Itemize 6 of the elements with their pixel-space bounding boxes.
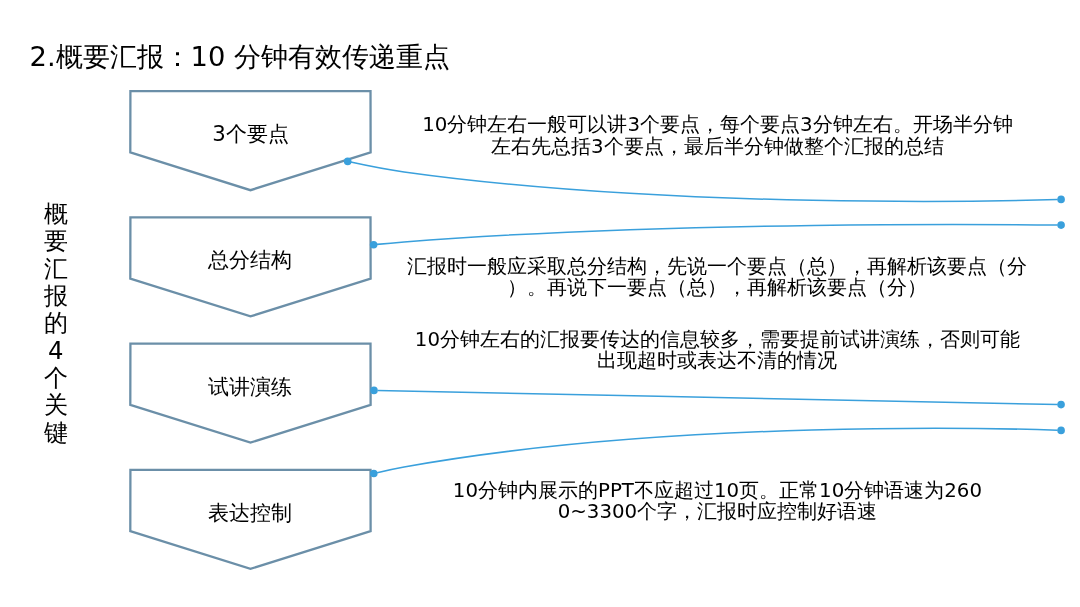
node-text: 10分钟左右的汇报要传达的信息较多，需要提前试讲演练，否则可能出现超时或表达不清的情况 [414, 327, 1020, 373]
node-text: 10分钟内展示的PPT不应超过10页。正常10分钟语速为2600~3300个字，汇报时应控制好语速 [452, 478, 982, 523]
node-text: 10分钟左右一般可以讲3个要点，每个要点3分钟左右。开场半分钟左右先总括3个要点，最后半分钟做整个汇报的总结 [422, 113, 1013, 158]
label: 概要汇报的4个关键 [43, 198, 68, 447]
diagram-title: 2.概要汇报：10 分钟有效传递重点 [29, 41, 451, 73]
node-text: 汇报时一般应采取总分结构，先说一个要点（总），再解析该要点（分）。再说下一要点（总），再解析该要点（分） [407, 254, 1028, 300]
